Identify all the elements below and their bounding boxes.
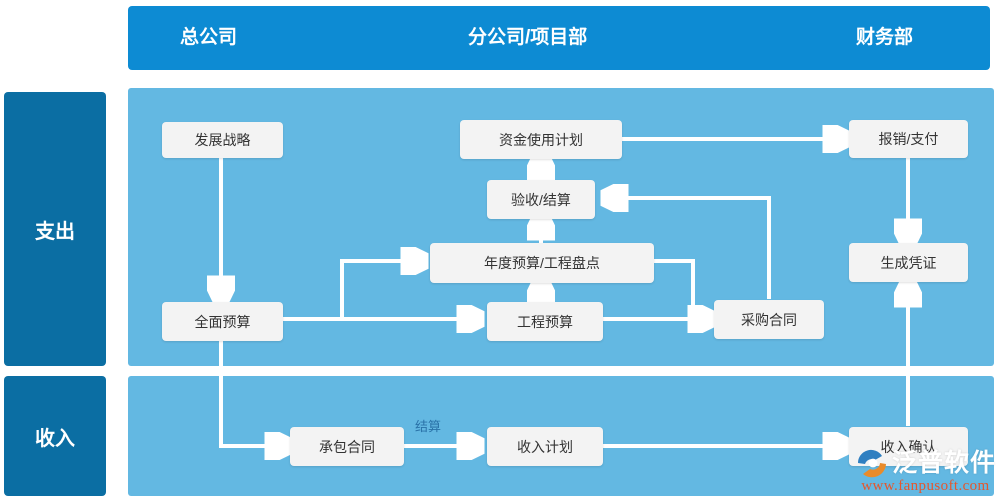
node-shengcheng-pingzheng[interactable]: 生成凭证: [849, 243, 968, 282]
node-label: 年度预算/工程盘点: [484, 255, 600, 271]
row-label-income: 收入: [4, 376, 106, 496]
node-label: 发展战略: [194, 132, 251, 148]
edge-label-jiesuan: 结算: [415, 419, 442, 434]
swimlane-header-bar: 总公司 分公司/项目部 财务部: [128, 6, 990, 70]
node-label: 验收/结算: [511, 191, 571, 208]
row-label-expense-text: 支出: [35, 220, 75, 243]
swimlane-header-hq: 总公司: [180, 27, 238, 48]
swimlane-header-branch: 分公司/项目部: [468, 27, 588, 48]
node-label: 报销/支付: [878, 131, 939, 147]
node-gongcheng-yusuan[interactable]: 工程预算: [487, 302, 603, 341]
node-shouru-jihua[interactable]: 收入计划: [487, 427, 603, 466]
node-label: 收入计划: [517, 438, 573, 455]
node-label: 全面预算: [194, 313, 251, 330]
node-shouru-queren[interactable]: 收入确认: [849, 427, 968, 466]
node-label: 资金使用计划: [499, 131, 583, 148]
node-zijin-shiyong-jihua[interactable]: 资金使用计划: [460, 120, 622, 159]
node-label: 承包合同: [319, 438, 375, 455]
node-chengbao-hetong[interactable]: 承包合同: [290, 427, 404, 466]
node-quanmian-yusuan[interactable]: 全面预算: [162, 302, 283, 341]
node-yanshou-jiesuan[interactable]: 验收/结算: [487, 180, 595, 219]
node-label: 生成凭证: [880, 254, 937, 271]
node-baoxiao-zhifu[interactable]: 报销/支付: [849, 120, 968, 158]
node-caigou-hetong[interactable]: 采购合同: [714, 300, 824, 339]
row-label-expense: 支出: [4, 92, 106, 366]
node-fazhan-zhanlue[interactable]: 发展战略: [162, 122, 283, 158]
node-label: 工程预算: [517, 313, 573, 330]
node-label: 收入确认: [880, 438, 937, 455]
swimlane-header-finance: 财务部: [856, 27, 914, 48]
node-niandu-yusuan-gongcheng-pandian[interactable]: 年度预算/工程盘点: [430, 243, 654, 283]
node-label: 采购合同: [741, 311, 797, 328]
row-label-income-text: 收入: [35, 427, 75, 450]
